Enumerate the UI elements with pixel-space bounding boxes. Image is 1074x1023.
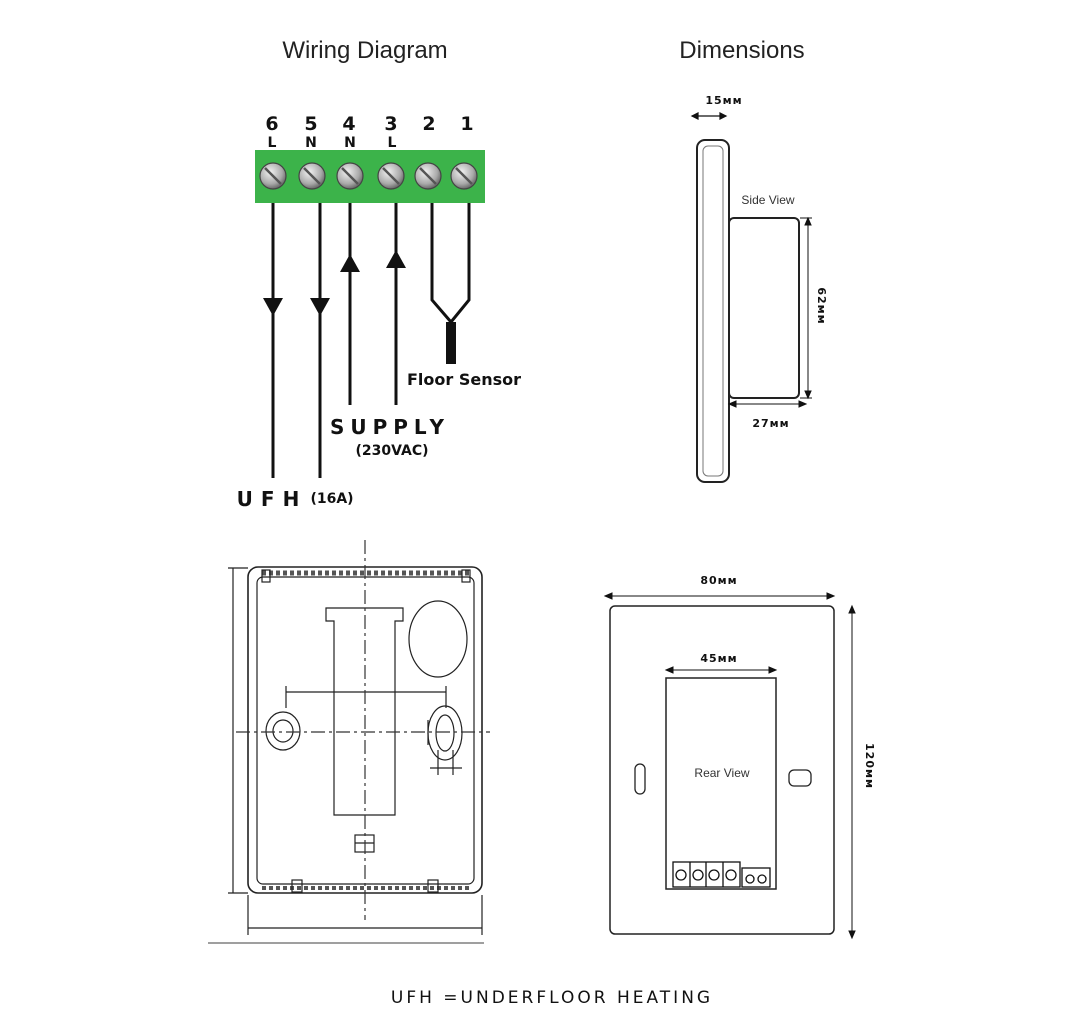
screw-icon xyxy=(377,162,405,190)
rear-box xyxy=(728,217,800,399)
arrow-up-icon xyxy=(386,250,406,268)
terminal-number-3: 3 xyxy=(384,113,397,135)
terminal-label-5: N xyxy=(305,135,317,151)
front-depth-label: 15мм xyxy=(705,94,742,107)
footer-legend: UFH =UNDERFLOOR HEATING xyxy=(391,988,713,1008)
height-label: 120мм xyxy=(863,743,876,789)
terminal-label-3: L xyxy=(388,135,397,151)
supply-label: SUPPLY xyxy=(330,415,450,439)
wiring-diagram: 6 5 4 3 2 1 L N N L xyxy=(237,113,521,511)
screw-icon xyxy=(414,162,442,190)
terminal-block xyxy=(255,150,485,203)
terminal-label-4: N xyxy=(344,135,356,151)
ufh-current-label: (16A) xyxy=(310,491,353,507)
rear-box-outline xyxy=(665,677,777,890)
front-plate-inner xyxy=(702,145,724,477)
terminal-number-6: 6 xyxy=(265,113,278,135)
sensor-wire xyxy=(430,203,471,325)
rear-view-label: Rear View xyxy=(694,766,749,780)
rear-terminal-block xyxy=(672,861,771,888)
dimensions-title: Dimensions xyxy=(679,37,804,64)
wiring-diagram-title: Wiring Diagram xyxy=(282,37,447,64)
screw-icon xyxy=(336,162,364,190)
height-dimension xyxy=(848,604,856,940)
terminal-number-2: 2 xyxy=(422,113,435,135)
side-height-dimension xyxy=(800,216,812,400)
arrow-up-icon xyxy=(340,254,360,272)
inner-width-label: 45мм xyxy=(700,652,737,665)
supply-voltage-label: (230VAC) xyxy=(355,443,428,459)
inner-width-dimension xyxy=(664,666,778,674)
side-depth-label: 27мм xyxy=(752,417,789,430)
front-plate xyxy=(696,139,730,483)
arrow-down-icon xyxy=(263,298,283,316)
terminal-number-5: 5 xyxy=(304,113,317,135)
rear-view: 80мм 45мм Rear View xyxy=(603,574,876,940)
width-dimension xyxy=(603,592,836,600)
side-depth-dimension xyxy=(727,400,808,408)
terminal-number-1: 1 xyxy=(460,113,473,135)
terminal-label-6: L xyxy=(268,135,277,151)
ufh-label: UFH xyxy=(237,487,308,511)
width-label: 80мм xyxy=(700,574,737,587)
side-view: 15мм Side View 62мм 27мм xyxy=(690,94,828,483)
side-view-label: Side View xyxy=(741,193,794,207)
screw-icon xyxy=(298,162,326,190)
mount-slot-left xyxy=(634,763,646,795)
screw-icon xyxy=(259,162,287,190)
terminal-screws xyxy=(259,162,478,190)
terminal-number-4: 4 xyxy=(342,113,355,135)
floor-sensor-label: Floor Sensor xyxy=(407,370,521,389)
back-housing-drawing xyxy=(208,540,490,944)
mount-slot-right xyxy=(788,769,812,787)
front-depth-dimension xyxy=(690,112,728,120)
screw-icon xyxy=(450,162,478,190)
floor-sensor-probe xyxy=(446,322,456,364)
arrow-down-icon xyxy=(310,298,330,316)
side-height-label: 62мм xyxy=(815,287,828,324)
wires xyxy=(271,203,471,478)
